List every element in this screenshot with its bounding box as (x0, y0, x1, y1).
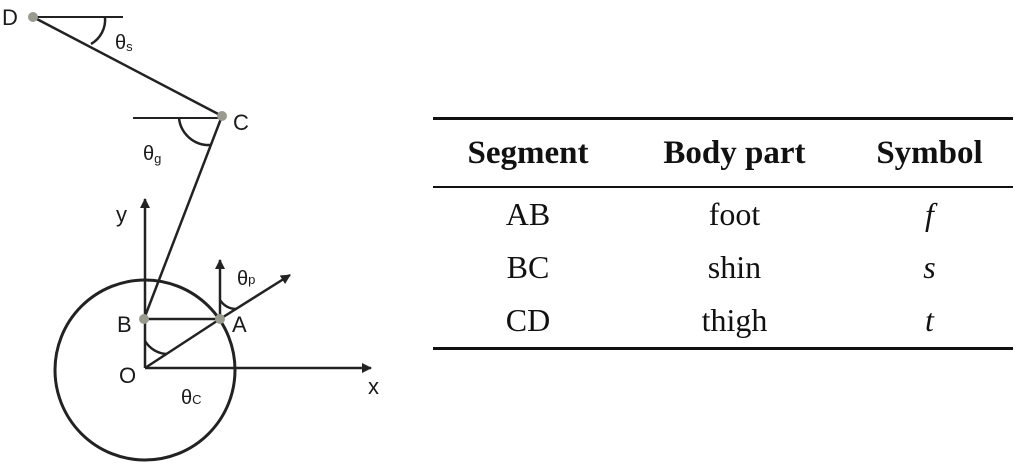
theta-g-label: θg (143, 143, 161, 166)
angle-arc-theta-s (90, 16, 107, 46)
theta-s-label: θs (115, 32, 133, 54)
segment-table: Segment Body part Symbol AB foot f BC sh… (433, 117, 1013, 350)
leg-geometry-diagram: D C B A O y x θs θg θp θC (2, 5, 379, 462)
point-b-marker (139, 314, 149, 324)
symbol-cell: f (925, 196, 934, 232)
point-a-label: A (232, 312, 247, 337)
table-row: CD thigh t (433, 294, 1013, 349)
segment-cell: AB (505, 196, 551, 232)
body-part-cell: foot (708, 196, 761, 232)
point-a-marker (215, 314, 225, 324)
segment-cell: CD (505, 302, 551, 338)
column-header-body-part: Body part (663, 134, 806, 171)
point-c-label: C (233, 110, 249, 135)
segment-oa (144, 317, 221, 370)
symbol-cell: s (923, 249, 936, 285)
table-row: BC shin s (433, 241, 1013, 294)
point-c-marker (217, 111, 227, 121)
segment-table-container: Segment Body part Symbol AB foot f BC sh… (433, 117, 1013, 350)
segment-cell: BC (506, 249, 550, 285)
table-row: AB foot f (433, 187, 1013, 241)
symbol-cell: t (925, 302, 934, 338)
theta-p-label: θp (237, 268, 255, 290)
point-d-label: D (2, 5, 18, 30)
column-header-segment: Segment (467, 134, 589, 171)
segment-cd (32, 15, 223, 118)
body-part-cell: thigh (701, 302, 768, 338)
angle-arc-theta-o (143, 340, 168, 356)
theta-c-label: θC (181, 387, 202, 409)
angle-arc-theta-p (218, 299, 237, 311)
point-o-label: O (119, 363, 136, 388)
local-direction-arrow (219, 273, 291, 321)
y-axis-label: y (116, 202, 127, 227)
column-header-symbol: Symbol (876, 134, 983, 171)
body-part-cell: shin (707, 249, 762, 285)
point-b-label: B (117, 312, 132, 337)
point-d-marker (28, 12, 38, 22)
x-axis-label: x (368, 374, 379, 399)
segment-bc (142, 115, 224, 320)
table-header-row: Segment Body part Symbol (433, 118, 1013, 187)
angle-arc-theta-g (177, 117, 211, 147)
